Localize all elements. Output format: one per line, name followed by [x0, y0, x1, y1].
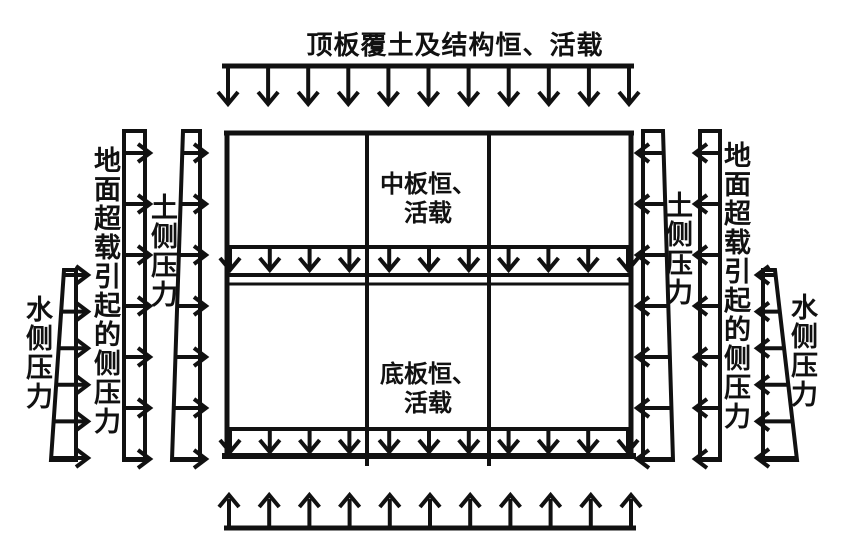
left-water-pressure-diagram [48, 264, 92, 469]
bottom-slab-load-label-line2: 活载 [404, 391, 452, 417]
right-surcharge-pressure-label: 地面超载引起的侧压力 [720, 141, 750, 431]
top-load-title: 顶板覆土及结构恒、活载 [306, 31, 604, 60]
right-surcharge-pressure-diagram [691, 129, 722, 470]
left-surcharge-pressure-diagram [122, 129, 154, 470]
right-soil-pressure-label: 土侧压力 [662, 191, 692, 307]
middle-slab-load-label-line2: 活载 [404, 201, 452, 227]
structure-frame-box [222, 130, 636, 466]
middle-slab-load-label-line1: 中板恒、 [380, 172, 476, 198]
bottom-slab-load-arrows [218, 427, 640, 456]
right-water-pressure-diagram [753, 264, 800, 469]
bottom-slab-load-label-line1: 底板恒、 [380, 362, 476, 388]
base-reaction-uplift-arrows [217, 491, 643, 531]
left-surcharge-pressure-label: 地面超载引起的侧压力 [90, 146, 120, 436]
top-distributed-load-arrows [216, 63, 641, 108]
middle-slab-load-arrows [218, 245, 640, 274]
right-water-pressure-label: 水侧压力 [787, 293, 817, 409]
bottom-slab-load-label: 底板恒、 活载 [367, 361, 489, 419]
left-soil-pressure-diagram [169, 129, 210, 470]
left-water-pressure-label: 水侧压力 [22, 295, 52, 411]
middle-slab-load-label: 中板恒、 活载 [367, 171, 489, 229]
right-soil-pressure-diagram [633, 129, 676, 470]
left-soil-pressure-label: 土侧压力 [147, 193, 177, 309]
